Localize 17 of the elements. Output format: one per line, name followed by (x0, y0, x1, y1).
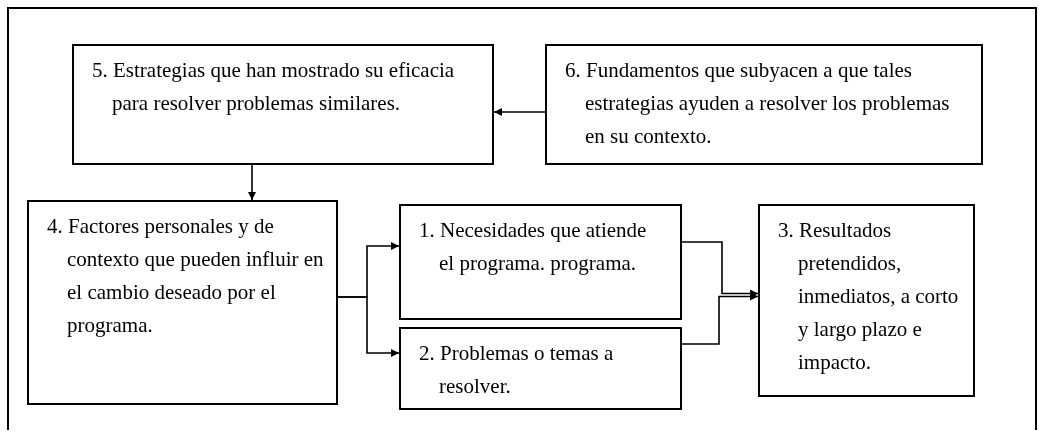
arrow (681, 241, 759, 298)
box-text: 2. Problemas o temas a resolver. (419, 340, 615, 400)
process-box (399, 327, 682, 410)
arrow (248, 164, 256, 201)
box-text: 1. Necesidades que atiende el programa. programa. (419, 217, 648, 277)
process-box (758, 204, 975, 397)
arrow (337, 296, 400, 357)
box-text: 3. Resultados pretendidos, inmediatos, a corto y largo plazo e impacto. (778, 217, 960, 376)
box-text: 5. Estrategias que han mostrado su eficacia para resolver problemas similares. (92, 57, 456, 117)
box-text: 6. Fundamentos que subyacen a que tales estrategias ayuden a resolver los problemas en su contexto. (565, 57, 950, 150)
arrow (493, 108, 546, 116)
arrow (681, 292, 759, 345)
process-box (545, 44, 983, 165)
process-box (72, 44, 494, 165)
process-box (27, 200, 338, 405)
box-text: 4. Factores personales y de contexto que pueden influir en el cambio deseado por el programa. (47, 213, 325, 339)
process-box (399, 204, 682, 320)
